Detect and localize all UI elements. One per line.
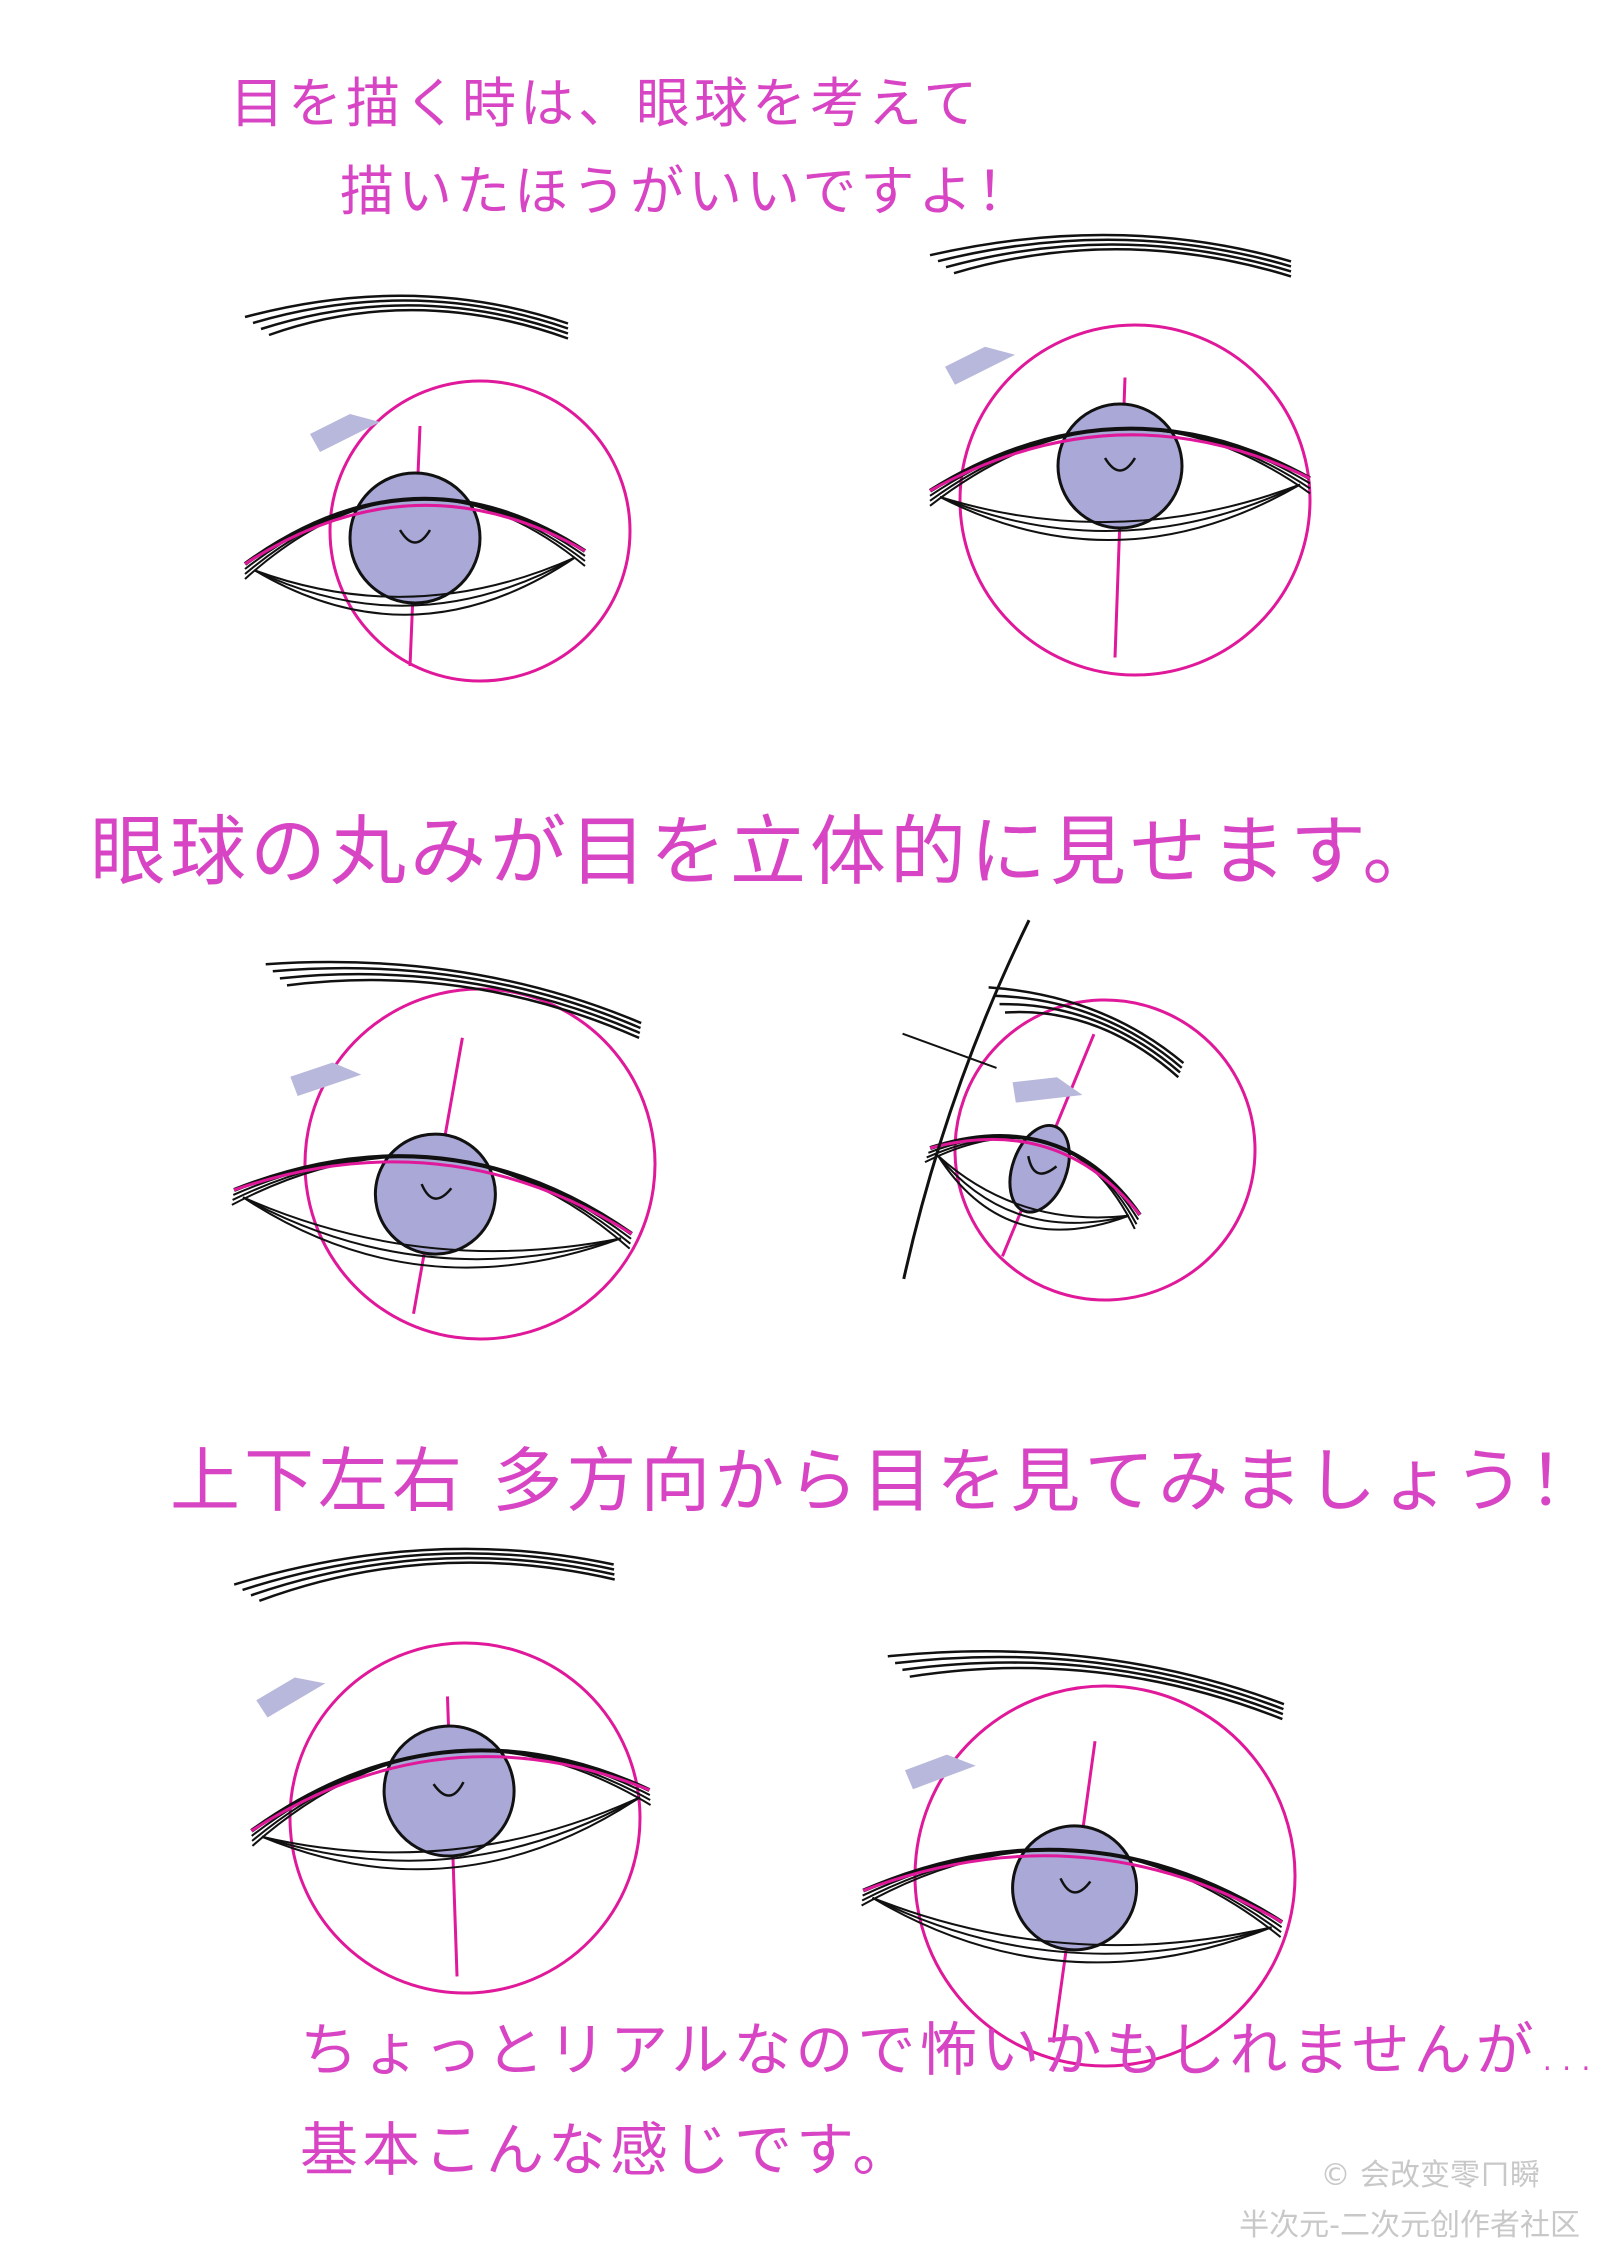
- eyebrow-stroke: [994, 994, 1183, 1069]
- iris: [1008, 1123, 1071, 1214]
- lower-eyelid-stroke: [939, 483, 1301, 533]
- eyelid-shadow: [904, 1754, 976, 1790]
- caption-realistic-line2: 基本こんな感じです。: [300, 2116, 915, 2184]
- upper-eyelid-stroke: [861, 1849, 1282, 1938]
- eyelid-shadow: [256, 1677, 326, 1718]
- lower-eyelid-stroke: [871, 1896, 1272, 1964]
- lower-eyelid-stroke: [242, 1196, 622, 1253]
- upper-eyelid-guide: [929, 1137, 1142, 1216]
- eyebrow-stroke: [242, 1552, 615, 1592]
- eyeball-guide-circle: [953, 998, 1257, 1302]
- lower-eyelid-stroke: [937, 1154, 1130, 1219]
- pupil-highlight: [420, 1183, 453, 1200]
- eyebrow-stroke: [953, 248, 1292, 278]
- eyebrow-stroke: [265, 960, 642, 1025]
- eyelid-shadow: [1012, 1077, 1083, 1103]
- eye-sketch: [861, 1650, 1297, 2068]
- eyeball-guide-circle: [913, 1684, 1297, 2068]
- lower-eyelid-stroke: [254, 556, 576, 598]
- caption-realistic-line1: ちょっとリアルなので怖いかもしれませんが…: [300, 2016, 1600, 2084]
- upper-eyelid-guide: [929, 433, 1311, 493]
- eyebrow-stroke: [988, 986, 1185, 1065]
- eye-sketch: [902, 919, 1257, 1302]
- upper-eyelid-stroke: [231, 1155, 631, 1250]
- lower-eyelid-stroke: [261, 1796, 641, 1871]
- upper-eyelid-guide: [244, 503, 586, 566]
- pupil-highlight: [432, 1781, 465, 1797]
- eyebrow-stroke: [937, 238, 1292, 268]
- lower-eyelid-stroke: [261, 1796, 641, 1862]
- eyebrow-stroke: [929, 233, 1292, 263]
- eyebrow-stroke: [279, 972, 641, 1035]
- eye-sketch: [243, 294, 632, 683]
- upper-eyelid-guide: [233, 1160, 633, 1236]
- pupil-highlight: [398, 529, 432, 544]
- pupil-highlight: [1103, 457, 1137, 472]
- eyebrow-stroke: [268, 308, 569, 340]
- eyebrow-stroke: [260, 304, 569, 335]
- upper-eyelid-stroke: [251, 1749, 652, 1847]
- eye-sketch: [928, 233, 1312, 677]
- upper-eyelid-stroke: [924, 1137, 1136, 1230]
- eyebrow-stroke: [252, 299, 569, 330]
- eyeball-guide-circle: [303, 987, 657, 1341]
- upper-eyelid-guide: [250, 1755, 651, 1833]
- lower-eyelid-stroke: [872, 1896, 1272, 1955]
- iris: [1011, 1824, 1139, 1952]
- lower-eyelid-stroke: [937, 1155, 1130, 1224]
- iris: [382, 1724, 516, 1858]
- upper-eyelid-guide: [862, 1854, 1283, 1924]
- eyebrow-stroke: [286, 978, 640, 1040]
- watermark-author: © 会改变零ㄇ瞬: [1320, 2158, 1540, 2193]
- eyebrow-stroke: [233, 1547, 614, 1586]
- eyebrow-stroke: [902, 1661, 1284, 1716]
- caption-realistic: ちょっとリアルなので怖いかもしれませんが… 基本こんな感じです。: [300, 2000, 1600, 2200]
- lower-eyelid-stroke: [261, 1796, 641, 1854]
- lower-eyelid-stroke: [254, 556, 576, 616]
- lower-eyelid-stroke: [939, 483, 1301, 524]
- nose-bridge-stroke: [902, 1032, 997, 1069]
- iris: [348, 471, 482, 605]
- eyeball-guide-circle: [328, 379, 632, 683]
- upper-eyelid-stroke: [929, 427, 1311, 507]
- pupil-highlight: [1027, 1155, 1058, 1175]
- eyebrow-stroke: [945, 243, 1292, 273]
- eyebrow-stroke: [272, 966, 641, 1030]
- eyebrow-stroke: [1004, 1010, 1180, 1079]
- caption-intro-line1: 目を描く時は、眼球を考えて: [230, 72, 982, 135]
- lower-eyelid-stroke: [939, 483, 1301, 541]
- caption-angles: 上下左右 多方向から目を見てみましょう！: [170, 1440, 1600, 1522]
- caption-intro: 目を描く時は、眼球を考えて 描いたほうがいいですよ！: [230, 60, 1034, 236]
- eyeball-guide-circle: [958, 323, 1312, 677]
- eyebrow-stroke: [894, 1655, 1284, 1711]
- eye-sketch: [233, 1547, 652, 1995]
- caption-intro-line2: 描いたほうがいいですよ！: [340, 160, 1035, 223]
- watermark-site: 半次元-二次元创作者社区: [1239, 2208, 1580, 2243]
- eyelid-shadow: [290, 1062, 362, 1096]
- pupil-highlight: [1059, 1877, 1092, 1894]
- eyebrow-stroke: [250, 1556, 615, 1597]
- iris: [1056, 402, 1184, 530]
- eyebrow-stroke: [999, 1002, 1181, 1074]
- caption-roundness: 眼球の丸みが目を立体的に見せます。: [90, 807, 1443, 896]
- nose-profile-line: [902, 919, 1031, 1280]
- upper-eyelid-stroke: [244, 497, 586, 580]
- lower-eyelid-stroke: [254, 556, 576, 607]
- lower-eyelid-stroke: [937, 1155, 1130, 1231]
- eyeball-guide-circle: [288, 1641, 642, 1995]
- lower-eyelid-stroke: [872, 1896, 1272, 1947]
- eyelid-shadow: [310, 414, 380, 452]
- lower-eyelid-stroke: [242, 1196, 622, 1261]
- eyebrow-stroke: [887, 1650, 1285, 1706]
- eyebrow-stroke: [909, 1666, 1283, 1721]
- eyelid-shadow: [945, 346, 1015, 385]
- lower-eyelid-stroke: [242, 1196, 622, 1269]
- eyebrow-stroke: [258, 1561, 616, 1602]
- eye-sketch: [231, 960, 657, 1341]
- eyebrow-stroke: [244, 294, 569, 325]
